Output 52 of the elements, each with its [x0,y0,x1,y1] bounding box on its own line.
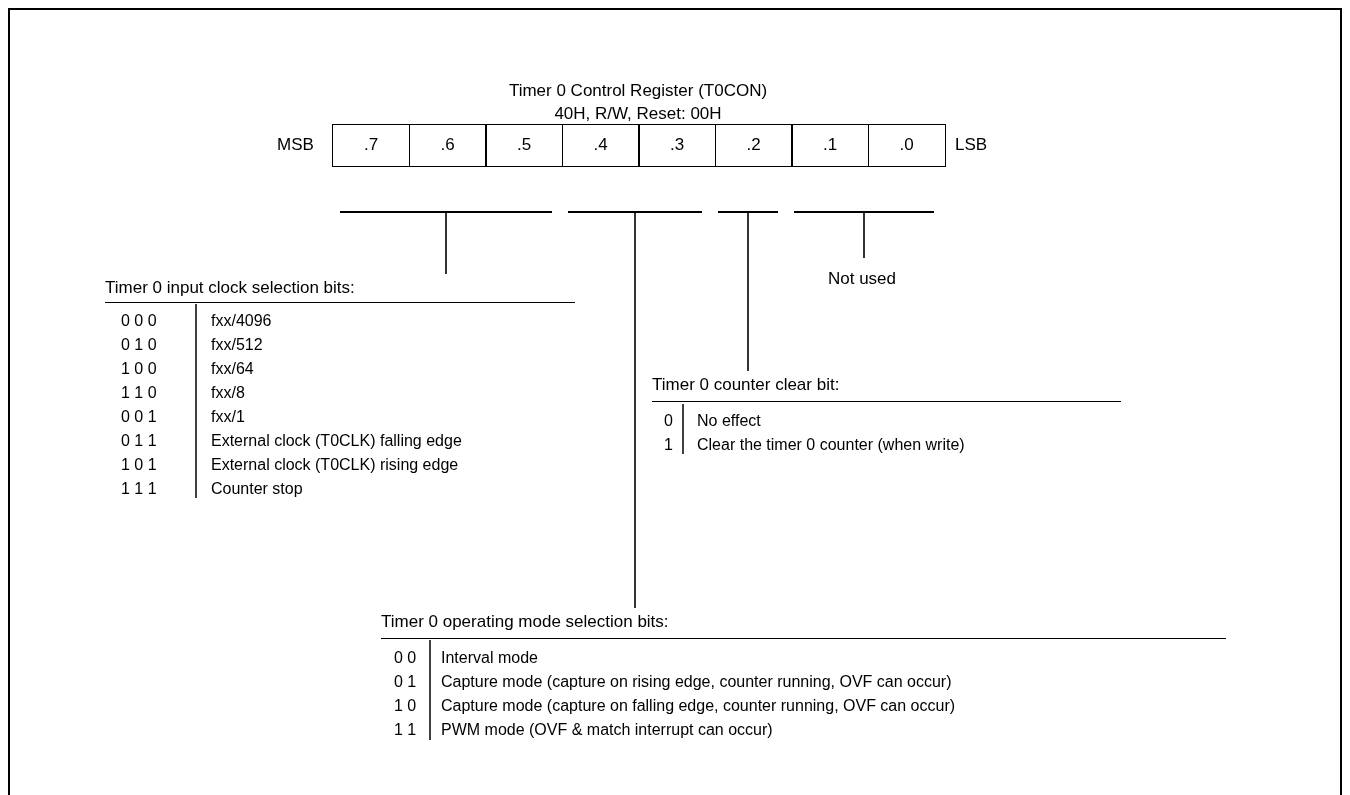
code-description: fxx/4096 [211,312,272,330]
field-heading: Timer 0 counter clear bit: [652,371,1121,402]
code-description: Capture mode (capture on rising edge, counter running, OVF can occur) [441,673,952,691]
bit-cell: .1 [791,124,869,167]
code-description: No effect [697,412,761,430]
bit-code: 1 1 1 [121,480,157,498]
bit-code: 0 0 0 [121,312,157,330]
leader-line [863,212,865,259]
leader-line [634,212,636,609]
bit-code: 1 [664,436,673,454]
lsb-label: LSB [955,135,988,155]
bit-code: 0 1 0 [121,336,157,354]
register-title: Timer 0 Control Register (T0CON) [507,81,769,101]
register-info: 40H, R/W, Reset: 00H [553,104,723,124]
bit-note: Not used [812,258,912,292]
bit-code: 0 [664,412,673,430]
bracket-line [794,211,934,213]
leader-line [747,212,749,372]
bit-code: 1 0 1 [121,456,157,474]
bit-code: 1 1 [394,721,417,739]
bit-code: 1 0 0 [121,360,157,378]
code-description: fxx/1 [211,408,245,426]
bit-code: 1 1 0 [121,384,157,402]
bracket-line [568,211,702,213]
bit-cell: .5 [485,124,563,167]
field-heading: Timer 0 operating mode selection bits: [381,608,1226,639]
leader-line [445,212,447,275]
bit-code: 1 0 [394,697,417,715]
code-description: Interval mode [441,649,538,667]
field-heading: Timer 0 input clock selection bits: [105,274,575,303]
bit-code: 0 0 [394,649,417,667]
bit-code: 0 1 [394,673,417,691]
bit-cell: .3 [638,124,716,167]
code-description: fxx/512 [211,336,263,354]
code-description: fxx/64 [211,360,254,378]
code-description: fxx/8 [211,384,245,402]
code-description: PWM mode (OVF & match interrupt can occur) [441,721,773,739]
bit-cell: .4 [561,124,640,167]
bracket-line [340,211,552,213]
code-description: External clock (T0CLK) rising edge [211,456,459,474]
code-description: Capture mode (capture on falling edge, counter running, OVF can occur) [441,697,956,715]
bracket-line [718,211,778,213]
bit-cell: .2 [714,124,793,167]
bit-code: 0 0 1 [121,408,157,426]
code-description: External clock (T0CLK) falling edge [211,432,462,450]
code-description: Clear the timer 0 counter (when write) [697,436,965,454]
msb-label: MSB [277,135,314,155]
bit-cell: .7 [332,124,410,167]
bit-code: 0 1 1 [121,432,157,450]
bit-cell: .6 [408,124,487,167]
code-description: Counter stop [211,480,303,498]
bit-cell: .0 [867,124,946,167]
